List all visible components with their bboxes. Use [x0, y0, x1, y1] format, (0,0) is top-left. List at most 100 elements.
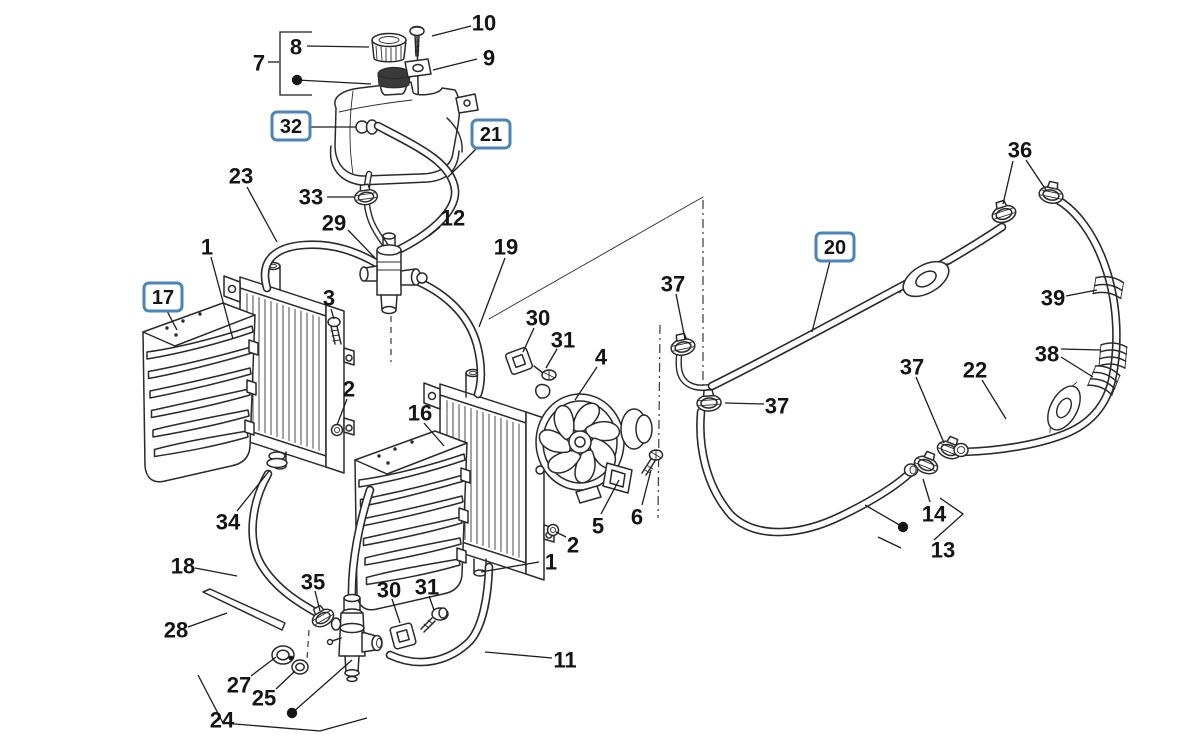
fan-screw — [641, 449, 664, 476]
svg-text:37: 37 — [900, 355, 924, 380]
callout-36: 36 — [1002, 138, 1047, 205]
tank-cap — [371, 32, 407, 63]
callout-21[interactable]: 21 — [447, 118, 512, 178]
svg-text:11: 11 — [553, 648, 576, 673]
callout-1-2: 1 — [480, 550, 557, 575]
callout-13: 13 — [931, 538, 955, 563]
callout-6: 6 — [631, 469, 652, 530]
hose-middle-return — [347, 485, 375, 603]
svg-text:24: 24 — [210, 708, 235, 733]
svg-text:10: 10 — [472, 11, 496, 36]
svg-text:1: 1 — [201, 235, 213, 260]
clamp-screw-bottom — [420, 607, 449, 633]
callout-23: 23 — [229, 164, 278, 243]
svg-text:9: 9 — [483, 46, 495, 71]
three-way-fitting — [359, 232, 428, 315]
callout-19: 19 — [478, 235, 518, 328]
svg-text:28: 28 — [164, 618, 188, 643]
callout-34: 34 — [216, 469, 271, 535]
callout-5: 5 — [592, 479, 620, 539]
group-7-bracket — [268, 31, 312, 96]
svg-text:6: 6 — [631, 505, 643, 530]
svg-text:1: 1 — [545, 550, 557, 575]
svg-text:30: 30 — [526, 306, 550, 331]
callout-17[interactable]: 17 — [142, 281, 184, 331]
nut-middle — [546, 523, 560, 537]
svg-text:7: 7 — [253, 51, 265, 76]
callout-2: 2 — [336, 377, 355, 426]
tank-bracket — [404, 58, 432, 78]
svg-text:27: 27 — [227, 673, 251, 698]
callout-25: 25 — [252, 670, 296, 711]
svg-text:17: 17 — [152, 287, 174, 309]
svg-text:32: 32 — [280, 116, 302, 138]
hose-12 — [373, 121, 460, 257]
callout-9: 9 — [432, 46, 495, 71]
svg-text:14: 14 — [922, 502, 947, 527]
callout-24: 24 — [210, 708, 235, 733]
clamp-screw-top — [533, 365, 557, 381]
elbow-pipe — [675, 352, 717, 391]
svg-text:2: 2 — [567, 533, 579, 558]
callout-31: 31 — [545, 328, 575, 369]
bullet-marker-1 — [291, 74, 372, 86]
svg-text:18: 18 — [171, 554, 195, 579]
svg-text:37: 37 — [661, 272, 685, 297]
hose-clamp-33 — [352, 182, 380, 207]
svg-text:19: 19 — [494, 235, 518, 260]
svg-text:39: 39 — [1041, 286, 1065, 311]
svg-text:5: 5 — [592, 514, 604, 539]
svg-text:38: 38 — [1035, 342, 1059, 367]
callout-37-3: 37 — [724, 394, 789, 419]
callout-7: 7 — [253, 51, 265, 76]
seal-ring — [291, 659, 309, 675]
callout-32[interactable]: 32 — [270, 110, 356, 142]
svg-text:23: 23 — [229, 164, 253, 189]
svg-text:13: 13 — [931, 538, 955, 563]
clamp-plate-top — [504, 346, 534, 376]
hose-20 — [707, 222, 1007, 391]
callout-1: 1 — [201, 235, 234, 340]
hose-end-ring — [953, 442, 969, 458]
hose-end-cap — [903, 463, 919, 477]
hose-right-loop — [958, 191, 1121, 457]
callout-38: 38 — [1035, 342, 1102, 378]
group-24-bracket — [197, 674, 368, 732]
callout-8: 8 — [290, 35, 370, 60]
svg-text:36: 36 — [1008, 138, 1032, 163]
hose-23 — [260, 240, 383, 293]
callout-30: 30 — [522, 306, 550, 353]
middle-radiator-cover — [354, 430, 471, 611]
svg-text:2: 2 — [343, 377, 355, 402]
callout-11: 11 — [484, 648, 577, 673]
callout-37-2: 37 — [900, 355, 945, 444]
svg-text:4: 4 — [595, 345, 608, 370]
radiator-drain — [266, 451, 288, 469]
svg-text:31: 31 — [415, 575, 439, 600]
nut-left — [330, 423, 344, 437]
callout-28: 28 — [164, 612, 228, 643]
callout-20[interactable]: 20 — [811, 231, 856, 333]
svg-text:22: 22 — [963, 358, 987, 383]
grommet-disc — [271, 645, 295, 665]
callout-39: 39 — [1041, 286, 1098, 311]
thermostat-assembly — [326, 593, 383, 683]
hose-clamp-37a — [667, 331, 698, 359]
cooling-fan — [534, 383, 653, 504]
hose-11 — [385, 562, 494, 667]
svg-text:35: 35 — [301, 570, 325, 595]
callout-35: 35 — [301, 570, 325, 612]
svg-text:16: 16 — [408, 401, 432, 426]
svg-text:31: 31 — [551, 328, 575, 353]
callout-16: 16 — [408, 401, 445, 447]
callout-2-2: 2 — [555, 531, 579, 558]
callout-18: 18 — [171, 554, 238, 579]
construction-lines — [305, 196, 704, 675]
callout-31-2: 31 — [415, 575, 439, 611]
callout-3: 3 — [323, 286, 335, 320]
callout-33: 33 — [299, 185, 354, 210]
bullet-marker-2 — [286, 659, 353, 719]
callout-30-2: 30 — [377, 578, 401, 624]
